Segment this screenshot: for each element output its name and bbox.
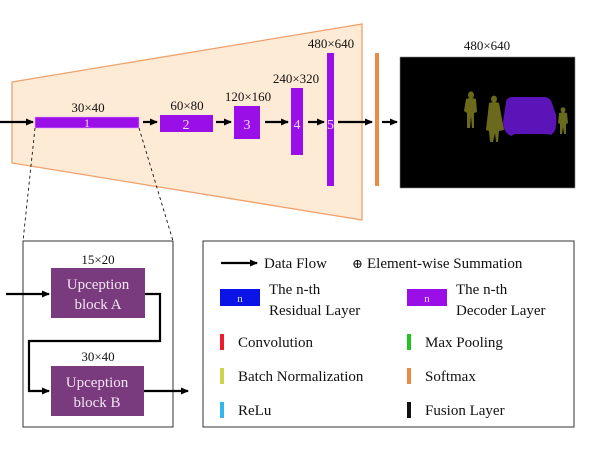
legend-summation-icon: ⊕ (352, 256, 363, 271)
decoder-block-5-number: 5 (327, 118, 334, 133)
decoder-block-2-resolution: 60×80 (170, 98, 203, 113)
legend-label-relu: ReLu (238, 403, 272, 419)
legend-swatch-softmax (407, 368, 411, 384)
softmax-layer (375, 53, 379, 186)
decoder-block-1-number: 1 (84, 116, 90, 130)
upception-block-a (51, 268, 145, 318)
zoom-line-right (138, 127, 174, 242)
arrow-a-to-b (27, 292, 162, 395)
legend-label-max-pooling: Max Pooling (425, 335, 503, 351)
legend-label-batch-normalization: Batch Normalization (238, 369, 364, 385)
decoder-block-2-number: 2 (183, 118, 190, 133)
segment-car (503, 97, 557, 136)
legend-swatch-max-pooling (407, 334, 411, 350)
decoder-block-5-resolution: 480×640 (308, 36, 354, 51)
legend-decoder-swatch (407, 289, 447, 306)
legend-swatch-relu (220, 402, 224, 418)
legend-residual-n: n (237, 293, 243, 305)
zoom-line-left (22, 127, 36, 242)
decoder-block-3-resolution: 120×160 (225, 89, 271, 104)
legend-label-convolution: Convolution (238, 335, 314, 351)
legend-residual-line1: The n-th (269, 282, 321, 298)
legend-residual-swatch (220, 289, 260, 306)
segment-person-1 (464, 91, 477, 128)
legend-label-fusion-layer: Fusion Layer (425, 403, 505, 419)
legend-decoder-line1: The n-th (456, 282, 508, 298)
decoder-block-2 (160, 115, 213, 132)
legend-data-flow-label: Data Flow (264, 256, 327, 272)
legend-swatch-convolution (220, 334, 224, 350)
block-a-resolution: 15×20 (81, 252, 114, 267)
segment-person-3 (558, 107, 568, 134)
decoder-block-5 (327, 53, 334, 186)
output-resolution: 480×640 (464, 38, 510, 53)
upception-block-b (51, 366, 144, 416)
block-a-line2: block A (74, 297, 121, 313)
decoder-block-3 (234, 106, 260, 139)
block-b-line2: block B (73, 395, 120, 411)
decoder-block-4-number: 4 (294, 118, 301, 133)
decoder-block-1-resolution: 30×40 (71, 100, 104, 115)
legend-swatch-batch-normalization (220, 368, 224, 384)
decoder-block-1 (34, 116, 140, 129)
legend-box (202, 240, 575, 428)
output-segmentation-image (399, 56, 576, 189)
legend-label-softmax: Softmax (425, 369, 476, 385)
legend-residual-line2: Residual Layer (269, 303, 360, 319)
block-b-resolution: 30×40 (81, 349, 114, 364)
block-b-line1: Upception (66, 375, 129, 391)
decoder-block-4-resolution: 240×320 (273, 71, 319, 86)
segment-person-2 (486, 95, 504, 142)
decoder-block-3-number: 3 (244, 118, 251, 133)
legend-decoder-line2: Decoder Layer (456, 303, 546, 319)
legend-decoder-n: n (424, 293, 430, 305)
legend-summation-label: Element-wise Summation (367, 256, 523, 272)
legend-swatch-fusion-layer (407, 402, 411, 418)
block-a-line1: Upception (67, 277, 130, 293)
decoder-block-4 (291, 88, 303, 155)
